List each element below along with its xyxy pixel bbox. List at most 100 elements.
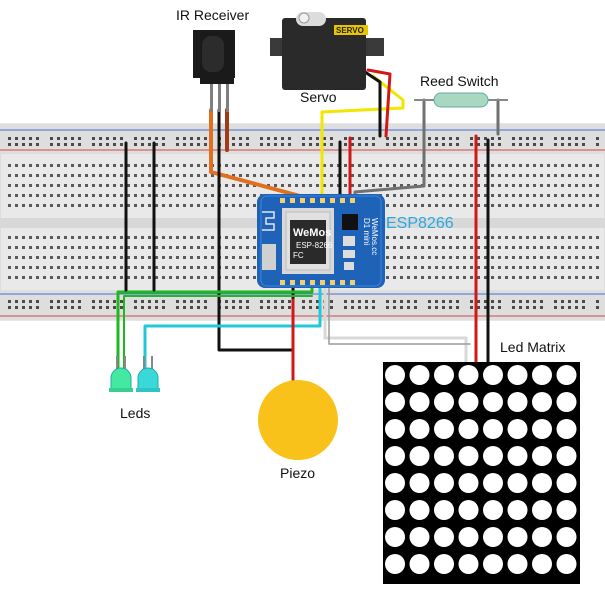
breadboard-hole [428, 236, 431, 239]
breadboard-hole [449, 256, 452, 259]
breadboard-hole [568, 137, 571, 140]
breadboard-hole [232, 184, 235, 187]
board-pin [290, 280, 295, 285]
breadboard-hole [22, 266, 25, 269]
breadboard-hole [162, 184, 165, 187]
breadboard-hole [120, 246, 123, 249]
breadboard-hole [491, 194, 494, 197]
breadboard-hole [232, 306, 235, 309]
breadboard-hole [309, 137, 312, 140]
breadboard-hole [64, 143, 67, 146]
breadboard-hole [148, 266, 151, 269]
breadboard-hole [589, 194, 592, 197]
breadboard-hole [134, 194, 137, 197]
breadboard-hole [225, 236, 228, 239]
breadboard-hole [190, 184, 193, 187]
breadboard-hole [260, 174, 263, 177]
led-matrix-dot [556, 500, 577, 520]
breadboard-hole [498, 246, 501, 249]
breadboard-hole [106, 184, 109, 187]
breadboard-hole [491, 204, 494, 207]
breadboard-hole [190, 266, 193, 269]
breadboard-hole [71, 266, 74, 269]
breadboard-hole [50, 204, 53, 207]
breadboard-hole [50, 276, 53, 279]
breadboard-hole [512, 194, 515, 197]
breadboard-hole [435, 194, 438, 197]
breadboard-hole [372, 137, 375, 140]
breadboard-hole [36, 194, 39, 197]
breadboard-hole [330, 164, 333, 167]
breadboard-hole [183, 194, 186, 197]
breadboard-hole [533, 174, 536, 177]
breadboard-hole [253, 194, 256, 197]
breadboard-hole [78, 256, 81, 259]
breadboard-hole [498, 256, 501, 259]
breadboard-hole [372, 306, 375, 309]
breadboard-hole [134, 306, 137, 309]
breadboard-hole [71, 194, 74, 197]
breadboard-hole [176, 300, 179, 303]
breadboard-hole [407, 246, 410, 249]
breadboard-hole [29, 164, 32, 167]
breadboard-hole [582, 137, 585, 140]
breadboard-hole [547, 276, 550, 279]
breadboard-hole [512, 306, 515, 309]
breadboard-hole [582, 256, 585, 259]
breadboard-hole [155, 266, 158, 269]
breadboard-hole [29, 204, 32, 207]
breadboard-hole [64, 174, 67, 177]
breadboard-hole [302, 174, 305, 177]
breadboard-hole [85, 276, 88, 279]
breadboard-hole [176, 306, 179, 309]
breadboard-hole [169, 246, 172, 249]
breadboard-hole [29, 246, 32, 249]
breadboard-hole [225, 246, 228, 249]
breadboard-hole [155, 276, 158, 279]
breadboard-hole [540, 236, 543, 239]
led-green [110, 367, 132, 391]
breadboard-hole [526, 246, 529, 249]
breadboard-hole [50, 266, 53, 269]
led-matrix-dot [385, 554, 405, 574]
breadboard-hole [57, 164, 60, 167]
breadboard-hole [505, 266, 508, 269]
breadboard-hole [533, 306, 536, 309]
breadboard-hole [393, 184, 396, 187]
breadboard-hole [134, 174, 137, 177]
servo-label-text: SERVO [336, 26, 364, 35]
breadboard-hole [15, 184, 18, 187]
breadboard-hole [442, 306, 445, 309]
breadboard-hole [526, 300, 529, 303]
breadboard-hole [575, 246, 578, 249]
led-matrix-dot [556, 365, 577, 385]
breadboard-hole [127, 246, 130, 249]
breadboard-hole [15, 137, 18, 140]
led-matrix-dot [409, 554, 430, 574]
breadboard-hole [260, 300, 263, 303]
breadboard-hole [442, 184, 445, 187]
breadboard-hole [421, 204, 424, 207]
breadboard-hole [78, 174, 81, 177]
breadboard-hole [169, 194, 172, 197]
breadboard-hole [596, 236, 599, 239]
breadboard-hole [554, 204, 557, 207]
breadboard-hole [246, 300, 249, 303]
breadboard-hole [106, 246, 109, 249]
breadboard-hole [211, 194, 214, 197]
breadboard-hole [442, 300, 445, 303]
breadboard-hole [533, 143, 536, 146]
breadboard-hole [407, 184, 410, 187]
board-side-text-b: WeMos.cc [370, 218, 379, 255]
breadboard-hole [113, 266, 116, 269]
breadboard-hole [239, 236, 242, 239]
breadboard-hole [442, 204, 445, 207]
breadboard-hole [57, 184, 60, 187]
breadboard-hole [57, 204, 60, 207]
wire-led-green [116, 284, 314, 372]
breadboard-hole [386, 306, 389, 309]
breadboard-hole [302, 300, 305, 303]
led-matrix-dot [556, 554, 577, 574]
breadboard-hole [57, 174, 60, 177]
breadboard-hole [358, 306, 361, 309]
